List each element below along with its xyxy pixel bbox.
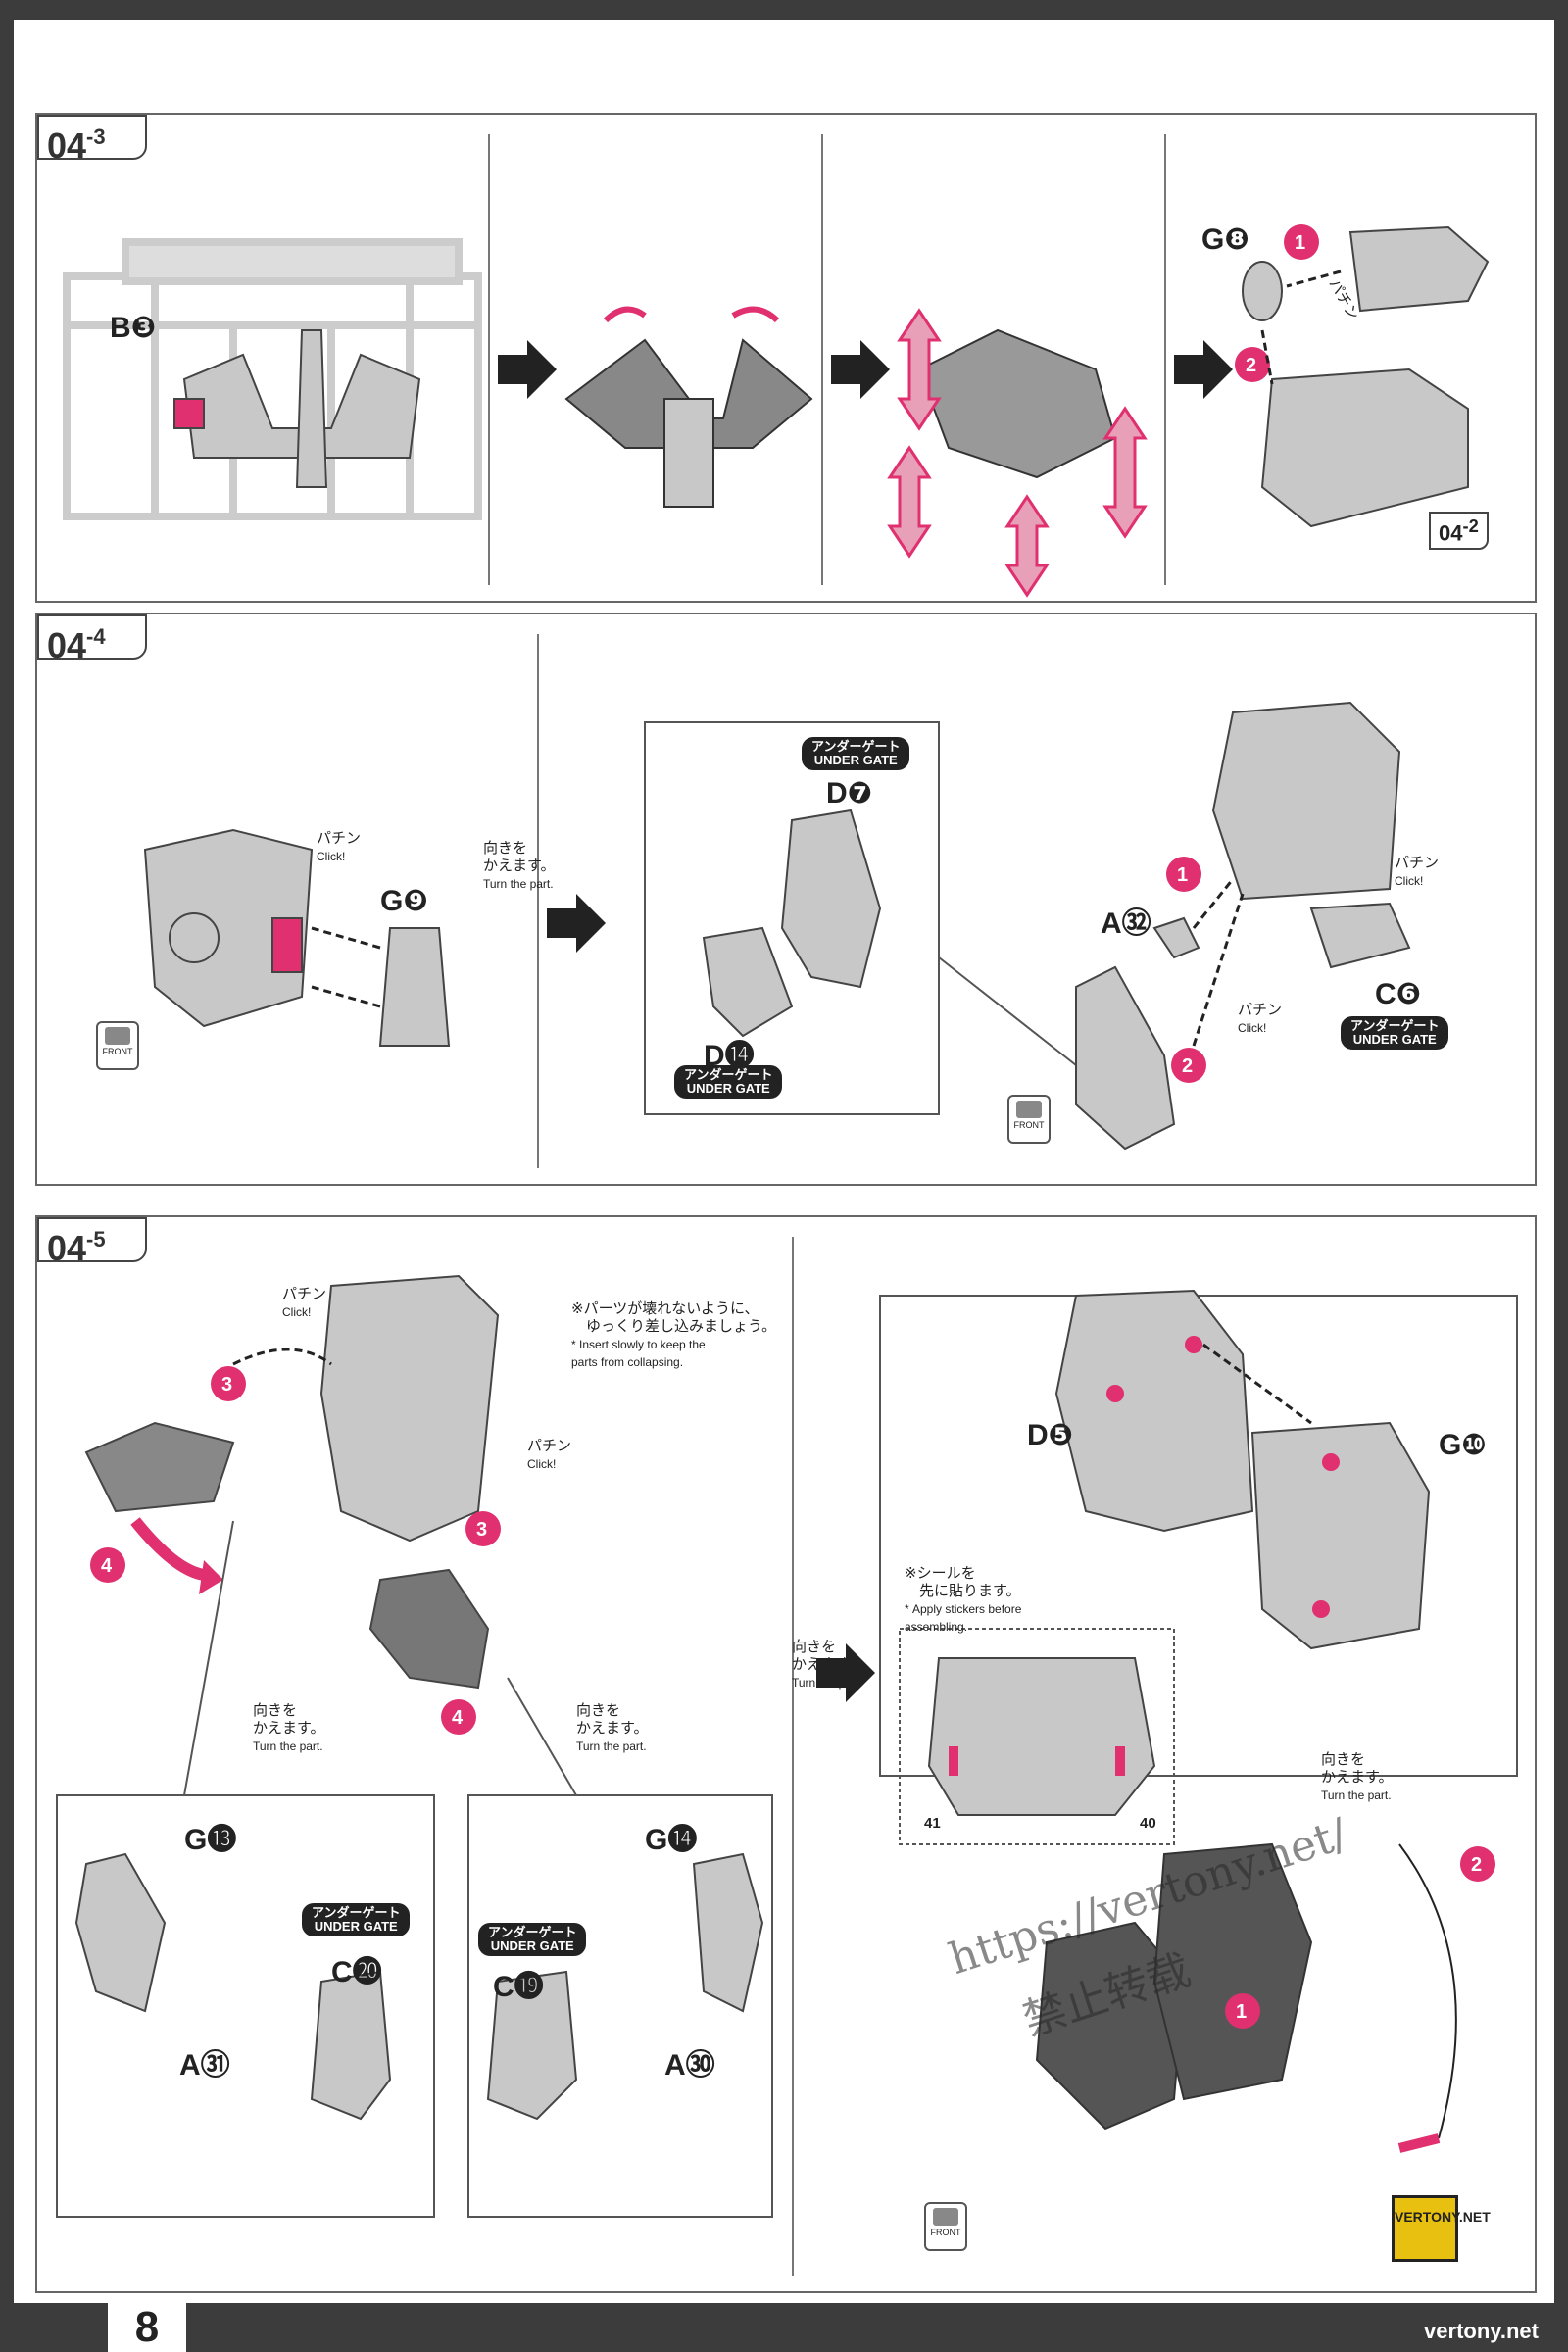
step-panel-04-3: 04-3: [35, 113, 1537, 603]
page-frame-left: [0, 0, 14, 2352]
part-g9: [378, 927, 451, 1047]
part-label-g10: G❿: [1439, 1429, 1487, 1461]
part-label-a32: A㉜: [1101, 907, 1152, 940]
svg-text:3: 3: [221, 1374, 232, 1396]
vertony-badge: VERTONY.NET: [1392, 2195, 1491, 2262]
sticker-box: [899, 1628, 1175, 1845]
front-indicator: FRONT: [924, 2202, 967, 2251]
svg-text:4: 4: [101, 1555, 113, 1577]
step-panel-04-4: 04-4 1 2 G❾: [35, 612, 1537, 1186]
inset-box: [56, 1794, 435, 2218]
svg-text:3: 3: [476, 1519, 487, 1541]
divider: [792, 1237, 794, 2276]
next-arrow: [831, 340, 890, 399]
page-frame-bottom: [0, 2303, 1568, 2352]
turn-note: 向きを かえます。 Turn the part.: [253, 1702, 325, 1753]
sticker-41: 41: [924, 1815, 941, 1832]
part-label-a31: A㉛: [179, 2049, 230, 2082]
next-arrow: [498, 340, 557, 399]
turn-note: 向きを かえます。 Turn the part.: [576, 1702, 649, 1753]
part-d5-g10: [1054, 1289, 1431, 1650]
part-label-c20: C⓴: [331, 1956, 382, 1988]
front-icon: [1016, 1101, 1042, 1118]
insert-slowly-note: ※パーツが壊れないように、 ゆっくり差し込みましょう。 * Insert slo…: [571, 1300, 777, 1369]
part-label-g13: G⓭: [184, 1824, 237, 1856]
part-label-c6: C❻: [1375, 978, 1422, 1010]
svg-text:1: 1: [1295, 232, 1305, 254]
page-frame-top: [0, 0, 1568, 20]
turn-note: 向きを かえます。 Turn the part.: [483, 840, 556, 891]
part-wing-top: [564, 338, 813, 508]
divider: [488, 134, 490, 585]
step-04-5-illustration: 3 3 4 4: [56, 1274, 1518, 2218]
part-label-a30: A㉚: [664, 2049, 715, 2082]
part-label-g9: G❾: [380, 885, 428, 917]
divider: [821, 134, 823, 585]
sticker-note: ※シールを 先に貼ります。 * Apply stickers before as…: [905, 1565, 1022, 1634]
step-label-04-3: 04-3: [37, 115, 147, 166]
svg-text:4: 4: [452, 1707, 464, 1729]
part-rotating: [917, 328, 1117, 479]
step-number-2: [1235, 347, 1270, 382]
turn-note: 向きを かえます。 Turn the part.: [1321, 1751, 1394, 1802]
svg-text:2: 2: [1246, 355, 1256, 376]
part-assembly: [1075, 701, 1411, 1151]
next-arrow: [1174, 340, 1233, 399]
part-label-g8: G❽: [1201, 223, 1250, 256]
step-label-04-5: 04-5: [37, 1217, 147, 1268]
part-label-d5: D❺: [1027, 1419, 1074, 1451]
step-number-1: [1284, 224, 1319, 260]
front-indicator: FRONT: [96, 1021, 139, 1070]
part-label-b3: B❸: [110, 312, 157, 344]
part-label-g14: G⓮: [645, 1824, 698, 1856]
runner-frame: [63, 238, 482, 520]
part-label-c19: C⓳: [493, 1971, 544, 2003]
footer-site: vertony.net: [1424, 2319, 1539, 2343]
part-body-block: [1242, 225, 1490, 528]
divider: [537, 634, 539, 1168]
page-number: 8: [108, 2303, 186, 2352]
front-icon: [105, 1027, 130, 1045]
sticker-40: 40: [1140, 1815, 1156, 1832]
svg-text:2: 2: [1182, 1055, 1193, 1077]
turn-note: 向きを かえます。 Turn the part.: [792, 1639, 864, 1690]
inset-box: [644, 721, 940, 1115]
next-arrow: [816, 1643, 875, 1702]
divider: [1164, 134, 1166, 585]
inset-box: [467, 1794, 773, 2218]
step-panel-04-5: 04-5 3 3 4 4: [35, 1215, 1537, 2293]
svg-text:1: 1: [1177, 864, 1188, 886]
part-body-block: [143, 828, 314, 1028]
part-assembly: [84, 1274, 500, 1690]
front-indicator: FRONT: [1007, 1095, 1051, 1144]
step-label-04-4: 04-4: [37, 614, 147, 665]
front-icon: [933, 2208, 958, 2226]
svg-text:1: 1: [1236, 2001, 1247, 2023]
step-04-4-illustration: 1 2: [143, 701, 1411, 1151]
step-04-3-illustration: 1 2: [63, 224, 1490, 598]
next-arrow: [547, 894, 606, 953]
svg-text:2: 2: [1471, 1854, 1482, 1876]
part-wing: [173, 329, 421, 488]
ref-step-04-2: 04-2: [1429, 512, 1489, 551]
page-frame-right: [1554, 0, 1568, 2352]
part-label-d7: D❼: [826, 777, 873, 809]
part-dark-assembly: [1035, 1842, 1313, 2131]
